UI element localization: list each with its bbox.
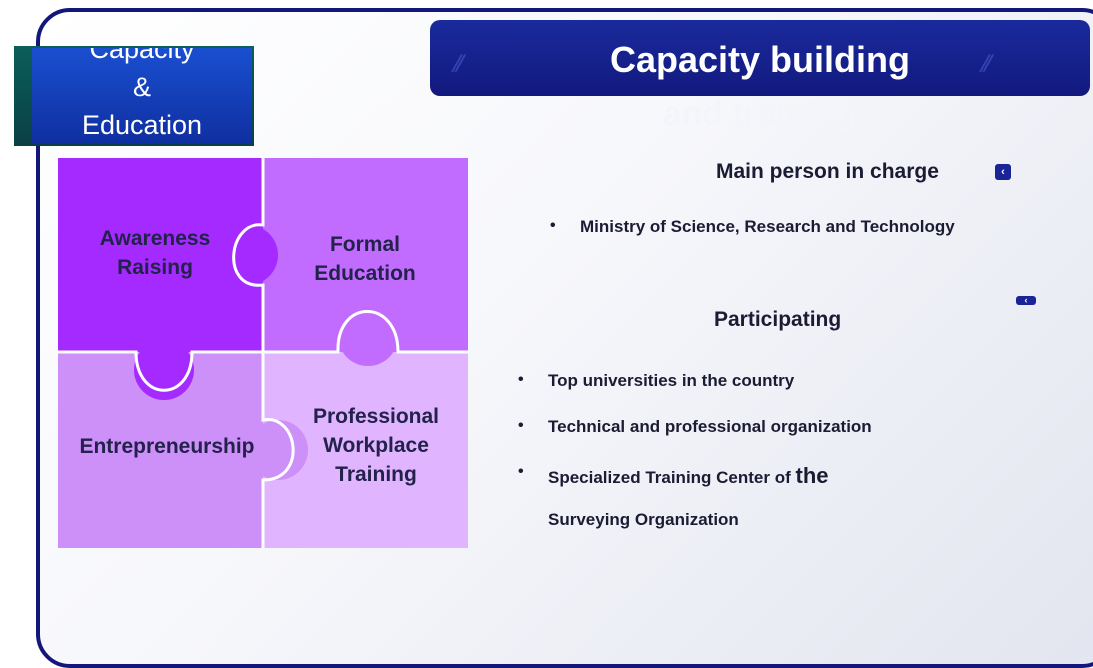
section-tab-label: Capacity & Education xyxy=(81,48,203,140)
puzzle-seam xyxy=(263,310,468,354)
puzzle-seam xyxy=(232,158,265,352)
list-item: • Top universities in the country xyxy=(518,371,795,390)
section-tab: Capacity & Education xyxy=(32,48,252,144)
title-bar: ⫽ Capacity building ⫽ xyxy=(430,20,1090,96)
page-title: Capacity building xyxy=(609,39,911,80)
puzzle-knob xyxy=(218,225,278,285)
puzzle-label-entrepreneurship: Entrepreneurship xyxy=(79,435,255,458)
main-person-heading: Main person in charge xyxy=(716,160,939,183)
puzzle-knob xyxy=(338,306,398,366)
bullet-icon: • xyxy=(518,463,524,480)
puzzle-knob xyxy=(248,420,308,480)
participating-heading: Participating xyxy=(714,308,842,331)
bullet-icon: • xyxy=(518,371,524,388)
puzzle-seam xyxy=(58,350,263,392)
decorative-stroke-icon: ⫽ xyxy=(980,51,990,76)
puzzle-seam xyxy=(261,352,295,548)
page-subtitle: and training xyxy=(662,95,858,133)
arrow-marker-icon: ‹ xyxy=(995,164,1011,180)
arrow-marker-icon: ‹ xyxy=(1016,296,1036,305)
decorative-stroke-icon: ⫽ xyxy=(452,51,462,76)
list-item: • Ministry of Science, Research and Tech… xyxy=(550,217,955,236)
puzzle-label-professional: Professional Workplace Training xyxy=(312,405,440,486)
puzzle-graphic xyxy=(58,158,468,548)
list-item: • Technical and professional organizatio… xyxy=(518,417,872,436)
bullet-icon: • xyxy=(518,417,524,434)
puzzle-label-formal: Formal Education xyxy=(314,233,416,285)
puzzle-label-awareness: Awareness Raising xyxy=(99,227,211,279)
list-item-continuation: Surveying Organization xyxy=(548,510,739,529)
slide: Capacity & Education ⫽ Capacity building… xyxy=(14,8,1093,668)
list-item: • Specialized Training Center of the xyxy=(518,463,829,488)
bullet-icon: • xyxy=(550,217,556,234)
